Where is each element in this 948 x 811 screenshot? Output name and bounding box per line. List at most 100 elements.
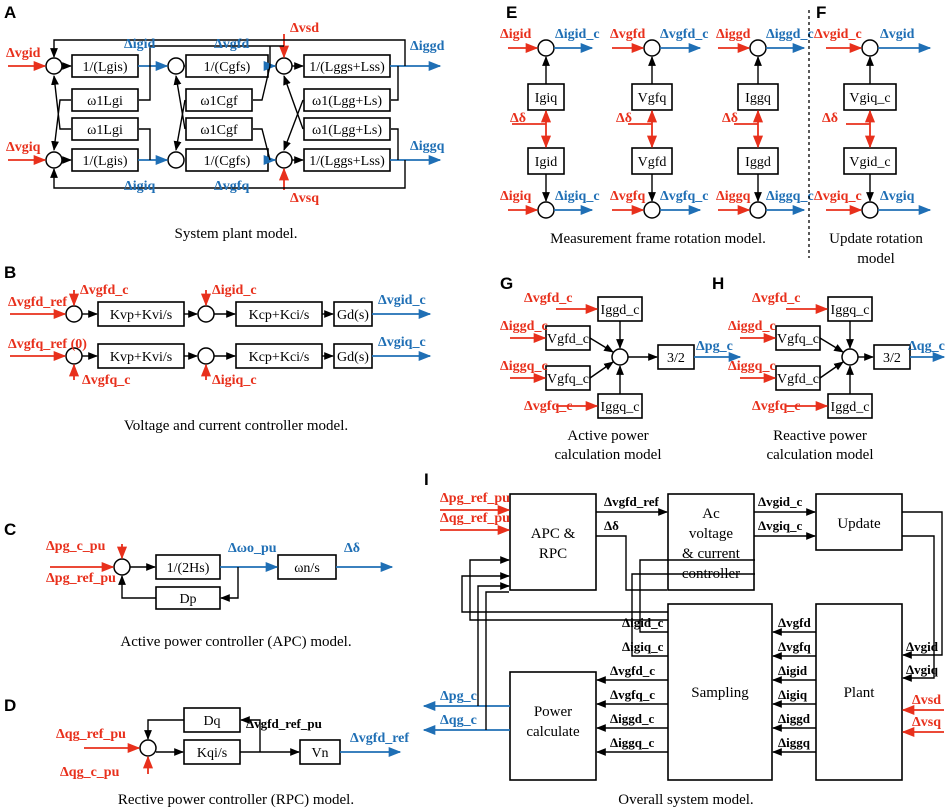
sum-junction — [139, 739, 157, 757]
block-label: Vgfd_c — [547, 332, 589, 347]
apc-rpc-block — [509, 493, 597, 591]
panel-label-f: F — [816, 3, 826, 22]
sum-junction — [167, 151, 185, 169]
block-label: 1/(Lgis) — [82, 154, 127, 169]
block — [333, 301, 373, 327]
signal-label: Δvgid_c — [378, 293, 426, 308]
caption: Overall system model. — [618, 792, 753, 808]
block-label: 1/(Lgis) — [82, 60, 127, 75]
panel-label-g: G — [500, 274, 513, 293]
signal-label: Δvgiq_c — [758, 518, 802, 533]
block-label: ω1(Lgg+Ls) — [312, 123, 382, 138]
block-label: RPC — [539, 546, 567, 562]
block-label: Iggd_c — [831, 400, 870, 415]
signal-label: Δvgiq — [906, 662, 939, 677]
sampling-block — [667, 603, 773, 781]
signal-label: Δigid_c — [212, 283, 257, 298]
signal-label: Δigiq — [124, 179, 156, 194]
caption: Rective power controller (RPC) model. — [118, 792, 354, 808]
caption: Reactive power — [773, 428, 867, 444]
panel-label-b: B — [4, 263, 16, 282]
block-label: Ac — [702, 506, 720, 522]
panel-c: C 1/(2Hs) Dp ωn/s Δpg_c_pu Δpg_ref_pu Δω… — [4, 520, 394, 650]
block-label: Power — [534, 704, 572, 720]
sum-junction — [611, 348, 629, 366]
block-label: ω1Lgi — [87, 123, 123, 138]
caption: Active power — [567, 428, 648, 444]
block-label: Igid — [535, 155, 558, 170]
panel-label-d: D — [4, 696, 16, 715]
block-label: APC & — [531, 526, 576, 542]
block-label: 1/(Lggs+Lss) — [309, 60, 385, 75]
signal-label: Δqg_c_pu — [60, 765, 120, 780]
sum-junction — [749, 201, 767, 219]
block-label: ωn/s — [294, 561, 320, 576]
block-label: Kcp+Kci/s — [249, 308, 310, 323]
signal-label: Δvgfd_c — [660, 27, 708, 42]
signal-label: Δδ — [616, 111, 632, 126]
sum-junction — [167, 57, 185, 75]
signal-label: Δigiq — [778, 687, 808, 702]
signal-label: Δiggq_c — [728, 359, 776, 374]
block-label: Igiq — [535, 91, 558, 106]
panel-label-h: H — [712, 274, 724, 293]
panel-a: A 1/(Lgis) 1/(Cgfs) 1/(Lggs+Lss) ω1Lgi ω… — [4, 3, 445, 242]
signal-label: Δigiq — [500, 189, 532, 204]
signal-label: Δδ — [722, 111, 738, 126]
sum-junction — [113, 558, 131, 576]
signal-label: Δigid — [778, 663, 808, 678]
sum-junction — [197, 347, 215, 365]
signal-label: Δvgfd_ref_pu — [246, 716, 322, 731]
sum-junction — [45, 57, 63, 75]
block-label: Gd(s) — [337, 350, 369, 365]
block-label: Iggq — [745, 91, 771, 106]
power-calculate-block — [509, 671, 597, 781]
panel-b: B Kvp+Kvi/s Kcp+Kci/s Gd(s) Kvp+Kvi/s Kc… — [4, 263, 432, 434]
signal-label: Δvsq — [912, 715, 941, 730]
signal-label: Δigid_c — [555, 27, 600, 42]
caption: Update rotation — [829, 231, 923, 247]
plant-block — [815, 603, 903, 781]
signal-label: Δvgiq — [880, 189, 915, 204]
sum-junction — [537, 39, 555, 57]
block-label: ω1Cgf — [200, 94, 238, 109]
signal-label: Δvgid — [880, 27, 915, 42]
signal-label: Δiggq_c — [610, 735, 654, 750]
block-label: 1/(Lggs+Lss) — [309, 154, 385, 169]
panel-label-a: A — [4, 3, 16, 22]
sum-junction — [275, 151, 293, 169]
block-label: Vgid_c — [849, 155, 890, 170]
block — [71, 88, 139, 112]
block-label: Vgiq_c — [849, 91, 890, 106]
signal-label: Δvgfd_ref — [604, 494, 660, 509]
signal-label: Δvgiq_c — [378, 335, 426, 350]
signal-label: Δigid — [500, 27, 532, 42]
block-label: Kqi/s — [197, 746, 227, 761]
signal-label: Δigid_c — [622, 615, 664, 630]
signal-label: Δvgfd_ref — [350, 731, 409, 746]
block-label: 3/2 — [667, 351, 685, 366]
signal-label: Δvgfq_ref (0) — [8, 337, 87, 352]
panel-g: G Iggd_c Vgfd_c Vgfq_c Iggq_c 3/2 Δvgfd_… — [500, 274, 742, 463]
signal-label: Δvgfq_c — [524, 399, 572, 414]
update-block — [815, 493, 903, 551]
caption: Measurement frame rotation model. — [550, 231, 766, 247]
block-label: Dq — [203, 714, 220, 729]
block-label: Vgfd_c — [777, 372, 819, 387]
block-label: 1/(2Hs) — [167, 561, 210, 576]
signal-label: Δvgid_c — [758, 494, 802, 509]
caption: model — [857, 251, 895, 267]
signal-label: Δpg_ref_pu — [440, 491, 510, 506]
signal-label: Δpg_ref_pu — [46, 571, 116, 586]
signal-label: Δiggq_c — [500, 359, 548, 374]
signal-label: Δωo_pu — [228, 541, 277, 556]
block — [235, 343, 323, 369]
block-label: ω1Lgi — [87, 94, 123, 109]
sum-junction — [861, 201, 879, 219]
sum-junction — [841, 348, 859, 366]
signal-label: Δpg_c_pu — [46, 539, 106, 554]
signal-label: Δvgiq_c — [814, 189, 862, 204]
block-label: 1/(Cgfs) — [204, 60, 251, 75]
signal-label: Δiggq — [716, 189, 751, 204]
